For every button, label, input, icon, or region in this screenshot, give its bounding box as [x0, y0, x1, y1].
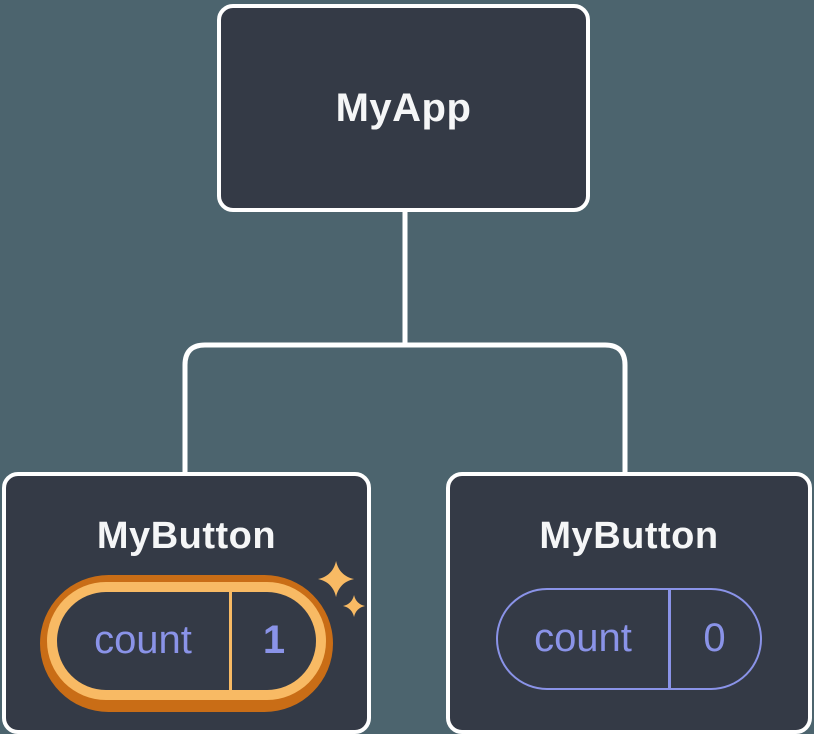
child-node-mybutton-left: MyButton count 1: [2, 472, 371, 734]
state-key: count: [94, 618, 192, 663]
state-value: 1: [262, 618, 286, 663]
pill-divider: [668, 589, 671, 688]
state-pill-highlighted: count 1: [40, 574, 333, 712]
node-title: MyButton: [96, 515, 277, 557]
child-node-mybutton-right: MyButton count 0: [446, 472, 812, 734]
state-value: 0: [703, 616, 726, 661]
root-node-myapp: MyApp: [217, 4, 590, 212]
state-pill: count 0: [496, 587, 762, 690]
pill-divider: [229, 591, 232, 690]
node-title: MyApp: [335, 86, 472, 130]
state-key: count: [534, 616, 632, 661]
node-title: MyButton: [539, 515, 719, 557]
connector-branch: [182, 342, 628, 476]
sparkles-icon: [318, 561, 366, 618]
